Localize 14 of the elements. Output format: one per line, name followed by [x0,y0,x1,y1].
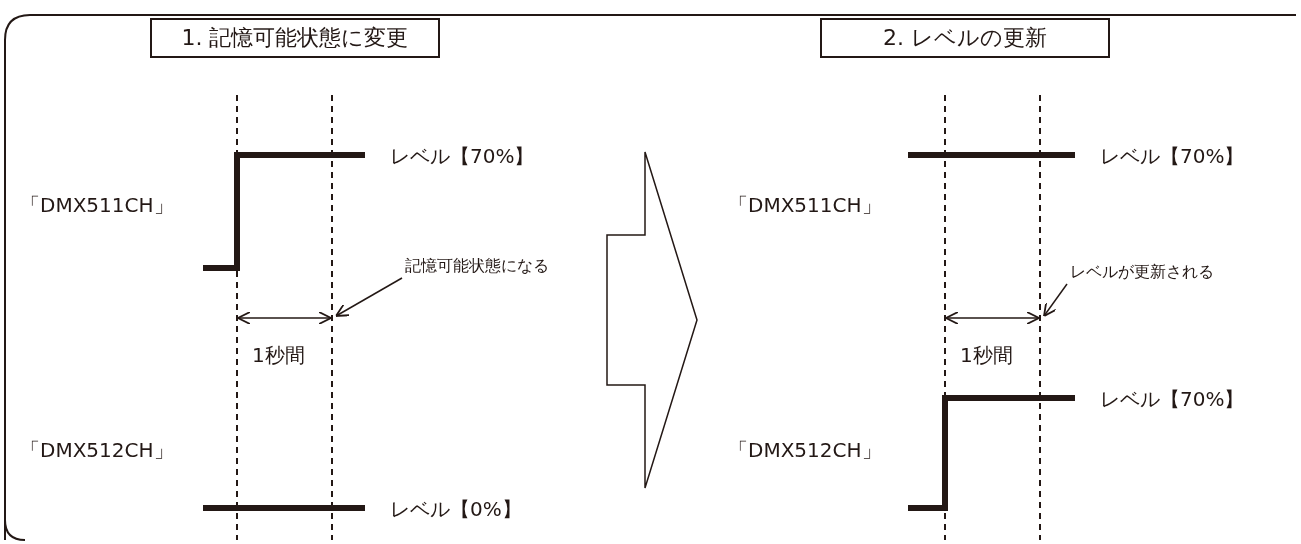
leader-arrow [335,277,403,317]
channel-label: 「DMX512CH」 [728,438,882,462]
level-label: レベル【0%】 [390,497,522,521]
annotation-text: レベルが更新される [1070,262,1214,282]
level-label: レベル【70%】 [1100,387,1245,411]
channel-label: 「DMX512CH」 [20,438,174,462]
level-label: レベル【70%】 [1100,144,1245,168]
channel-label: 「DMX511CH」 [728,193,882,217]
leader-arrow [1043,283,1068,317]
annotation-text: 記憶可能状態になる [405,256,549,276]
heading-box: 2. レベルの更新 [820,18,1110,58]
channel-label: 「DMX511CH」 [20,193,174,217]
level-label: レベル【70%】 [390,144,535,168]
heading-box: 1. 記憶可能状態に変更 [150,18,440,58]
